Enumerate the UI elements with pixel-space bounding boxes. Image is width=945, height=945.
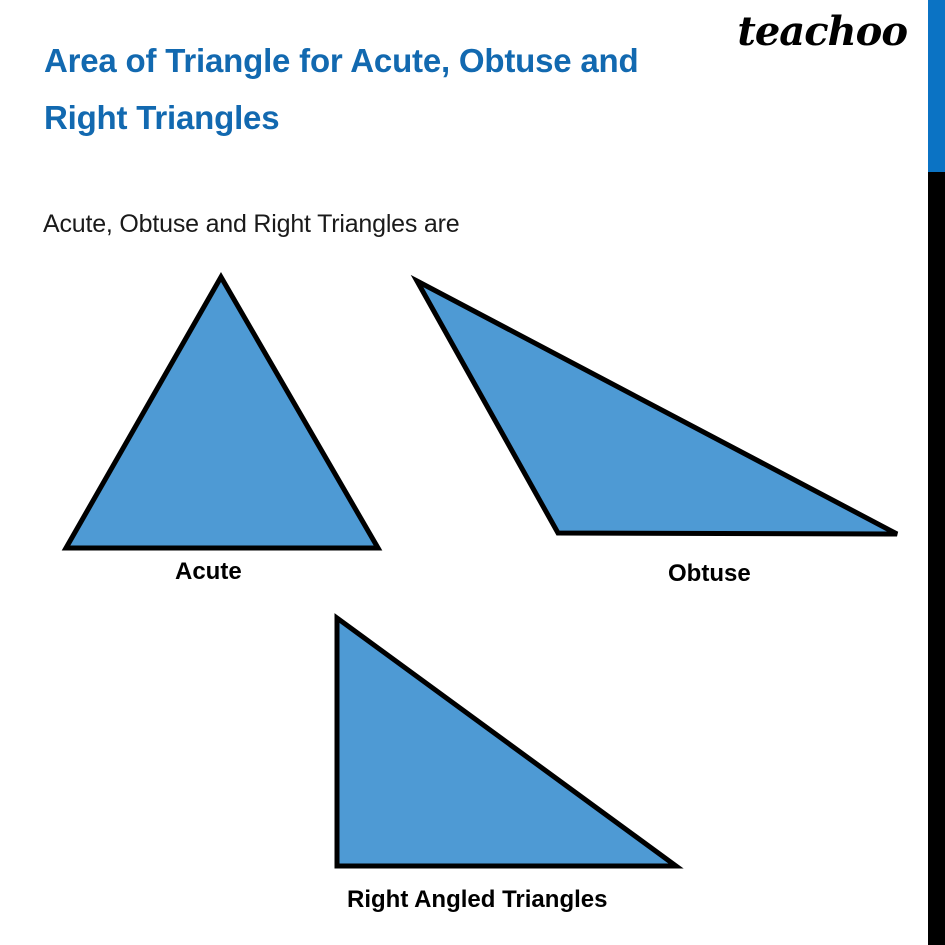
obtuse-triangle-shape bbox=[410, 274, 899, 537]
edge-accent-bar-blue bbox=[928, 0, 945, 172]
obtuse-triangle-label: Obtuse bbox=[668, 560, 751, 587]
right-triangle-shape bbox=[334, 613, 684, 869]
right-triangle-label: Right Angled Triangles bbox=[347, 886, 608, 913]
acute-triangle-label: Acute bbox=[175, 558, 242, 585]
acute-triangle-shape bbox=[61, 271, 383, 551]
edge-accent-bar-black bbox=[928, 172, 945, 945]
page-title: Area of Triangle for Acute, Obtuse and R… bbox=[44, 33, 734, 147]
intro-paragraph: Acute, Obtuse and Right Triangles are bbox=[43, 210, 460, 238]
page-title-line-2: Right Triangles bbox=[44, 98, 280, 136]
teachoo-logo: teachoo bbox=[737, 8, 908, 55]
page-title-line-1: Area of Triangle for Acute, Obtuse and bbox=[44, 42, 639, 79]
